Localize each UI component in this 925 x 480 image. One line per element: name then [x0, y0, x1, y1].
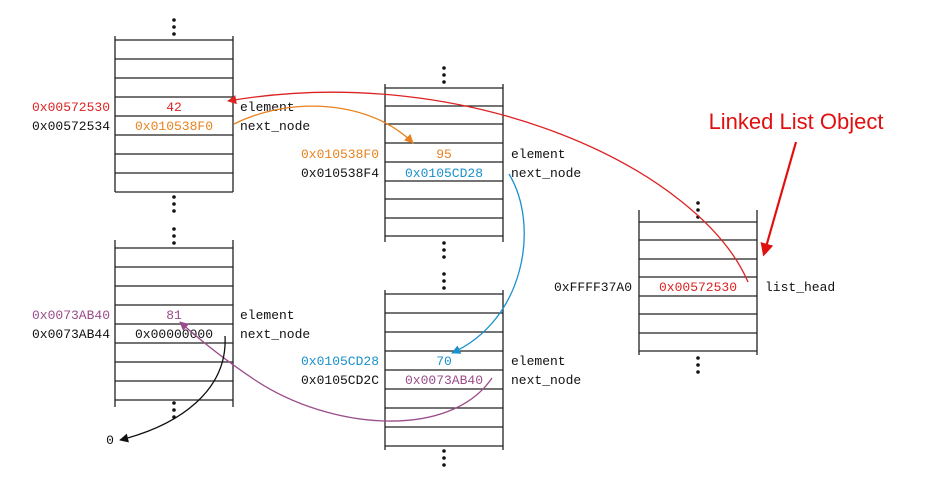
ellipsis-dots-bottom — [172, 401, 176, 419]
node-3-next-address: 0x0105CD2C — [301, 373, 379, 388]
node-2-element-label: element — [511, 147, 566, 162]
node-1: 0x00572530 42 element 0x00572534 0x01053… — [32, 100, 310, 134]
callout-arrow — [760, 141, 798, 257]
node-4-next-label: next_node — [240, 327, 310, 342]
node-1-element-label: element — [240, 100, 295, 115]
list-head-label: list_head — [765, 280, 835, 295]
memory-block-a — [114, 18, 234, 213]
node-1-element-value: 42 — [166, 100, 182, 115]
null-terminator-label: 0 — [106, 433, 114, 448]
memory-block-head — [638, 201, 758, 374]
node-2-element-address: 0x010538F0 — [301, 147, 379, 162]
ellipsis-dots-bottom — [442, 449, 446, 467]
ellipsis-dots-bottom — [442, 241, 446, 259]
pointer-arrow-node-1-to-node-2 — [233, 105, 414, 144]
node-4: 0x0073AB40 81 element 0x0073AB44 0x00000… — [32, 308, 310, 342]
ellipsis-dots-bottom — [696, 356, 700, 374]
node-3: 0x0105CD28 70 element 0x0105CD2C 0x0073A… — [301, 354, 581, 388]
ellipsis-dots-top — [172, 18, 176, 36]
node-3-next-label: next_node — [511, 373, 581, 388]
node-1-element-address: 0x00572530 — [32, 100, 110, 115]
ellipsis-dots-top — [172, 227, 176, 245]
node-3-element-address: 0x0105CD28 — [301, 354, 379, 369]
node-4-next-address: 0x0073AB44 — [32, 327, 110, 342]
memory-block-d — [384, 272, 504, 467]
node-4-next-value: 0x00000000 — [135, 327, 213, 342]
ellipsis-dots-top — [442, 66, 446, 84]
node-2: 0x010538F0 95 element 0x010538F4 0x0105C… — [301, 147, 581, 181]
node-1-next-value: 0x010538F0 — [135, 119, 213, 134]
node-4-element-address: 0x0073AB40 — [32, 308, 110, 323]
list-head-value: 0x00572530 — [659, 280, 737, 295]
pointer-arrow-node-4-to-null — [119, 335, 226, 443]
ellipsis-dots-top — [442, 272, 446, 290]
memory-block-c — [384, 66, 504, 259]
list-head-row: 0xFFFF37A0 0x00572530 list_head — [554, 280, 835, 295]
ellipsis-dots-bottom — [172, 195, 176, 213]
linked-list-object-title: Linked List Object — [709, 109, 884, 134]
node-2-next-label: next_node — [511, 166, 581, 181]
node-4-element-value: 81 — [166, 308, 182, 323]
list-head-address: 0xFFFF37A0 — [554, 280, 632, 295]
node-3-next-value: 0x0073AB40 — [405, 373, 483, 388]
pointer-arrow-node-3-to-node-4 — [179, 321, 493, 422]
node-3-element-label: element — [511, 354, 566, 369]
node-1-next-label: next_node — [240, 119, 310, 134]
node-2-element-value: 95 — [436, 147, 452, 162]
node-2-next-address: 0x010538F4 — [301, 166, 379, 181]
pointer-arrow-head-to-node-1 — [227, 91, 749, 283]
pointer-arrow-node-2-to-node-3 — [451, 173, 525, 354]
node-1-next-address: 0x00572534 — [32, 119, 110, 134]
node-3-element-value: 70 — [436, 354, 452, 369]
memory-block-b — [114, 227, 234, 419]
node-2-next-value: 0x0105CD28 — [405, 166, 483, 181]
node-4-element-label: element — [240, 308, 295, 323]
